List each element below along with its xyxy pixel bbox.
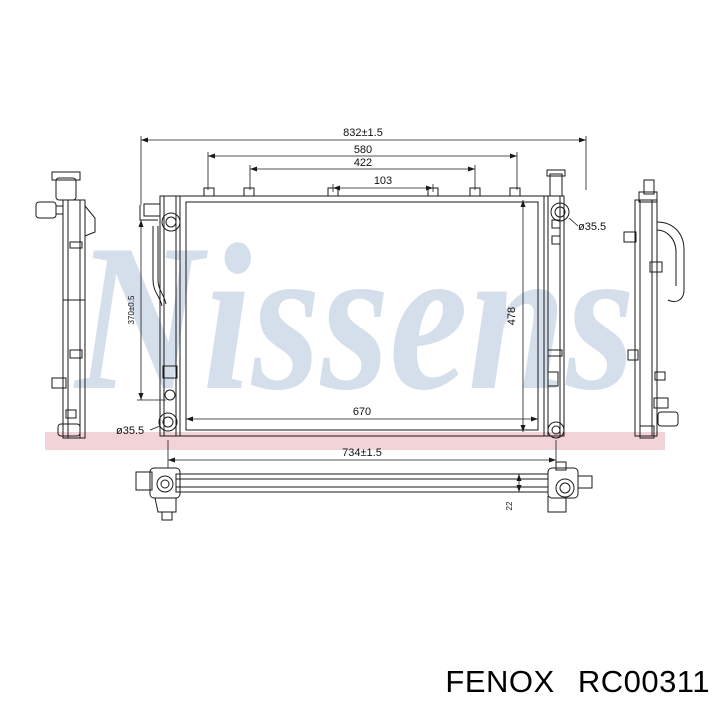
dim-core-width: 670: [353, 406, 371, 418]
dim-outlet-diameter: ø35.5: [578, 221, 606, 233]
radiator-front-view: [139, 169, 570, 439]
part-number: RC00311: [577, 664, 710, 699]
dimension-lines: [137, 136, 587, 493]
right-side-view: [623, 179, 685, 439]
nissens-watermark: Nissens: [73, 202, 635, 434]
left-side-view: [35, 171, 96, 439]
dimension-arrows: [138, 137, 586, 492]
dim-inner-span: 422: [354, 157, 372, 169]
radiator-bottom-view: [135, 461, 593, 521]
brand-name: FENOX: [445, 664, 555, 699]
dim-core-height: 478: [506, 307, 518, 325]
dim-tank-height: 370±0.5: [127, 295, 136, 324]
dim-mount-span: 580: [354, 144, 372, 156]
dim-center-span: 103: [374, 175, 392, 187]
dim-inlet-diameter: ø35.5: [116, 425, 144, 437]
dim-depth: 22: [505, 501, 514, 510]
part-caption: FENOX RC00311: [445, 664, 710, 700]
dim-total-width: 734±1.5: [342, 447, 382, 459]
dim-overall-width: 832±1.5: [343, 127, 383, 139]
